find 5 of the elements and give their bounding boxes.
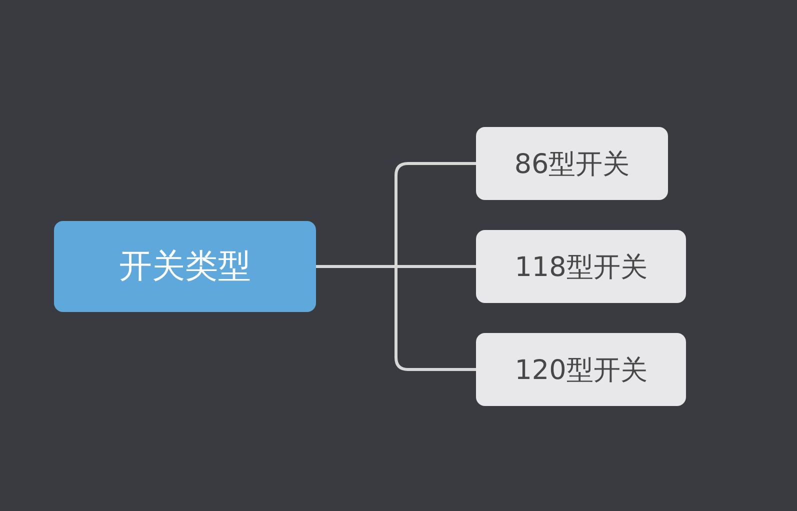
subtopic-box: 118型开关 bbox=[476, 230, 686, 303]
central-topic-box: 开关类型 bbox=[54, 221, 316, 312]
subtopic-box: 86型开关 bbox=[476, 127, 668, 200]
connector-line bbox=[316, 265, 476, 371]
subtopic-box: 120型开关 bbox=[476, 333, 686, 406]
